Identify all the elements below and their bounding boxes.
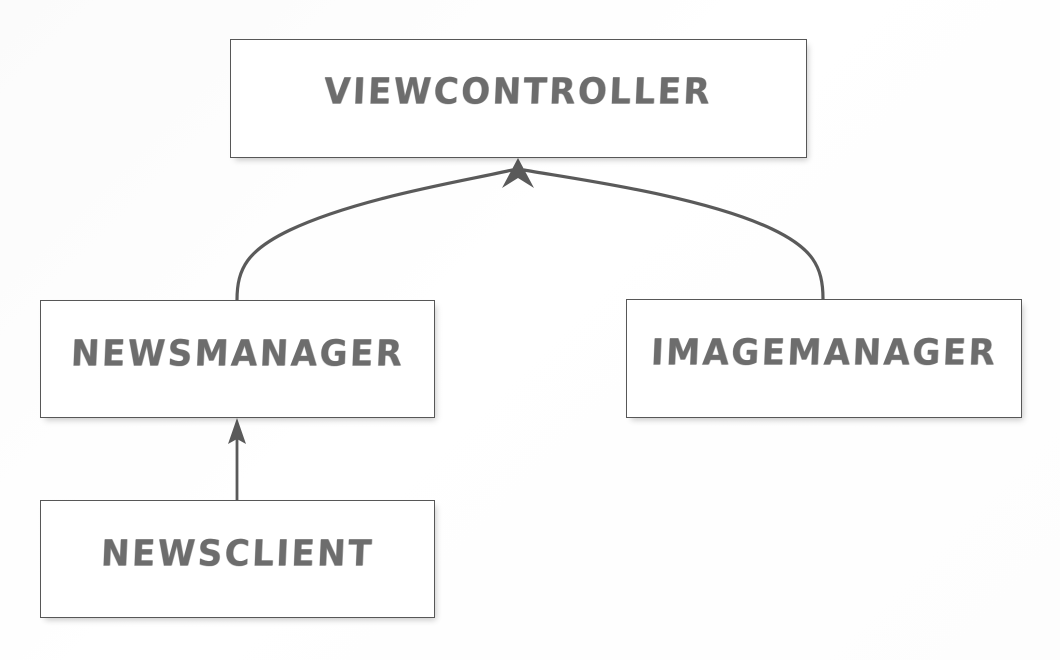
arrowhead-viewcontroller [502, 158, 534, 188]
node-viewcontroller[interactable]: ViewController [230, 39, 807, 158]
arrowhead-newsmanager [228, 418, 246, 444]
node-imagemanager-label: ImageManager [649, 331, 999, 375]
node-newsclient[interactable]: NewsClient [40, 500, 435, 618]
node-viewcontroller-label: ViewController [323, 70, 714, 113]
edge-imagemanager-to-viewcontroller [522, 168, 825, 301]
edge-newsmanager-to-viewcontroller [235, 168, 514, 302]
node-newsclient-label: NewsClient [100, 532, 375, 575]
node-newsmanager[interactable]: NewsManager [40, 300, 435, 418]
node-newsmanager-label: NewsManager [69, 332, 406, 375]
node-imagemanager[interactable]: ImageManager [626, 299, 1022, 418]
